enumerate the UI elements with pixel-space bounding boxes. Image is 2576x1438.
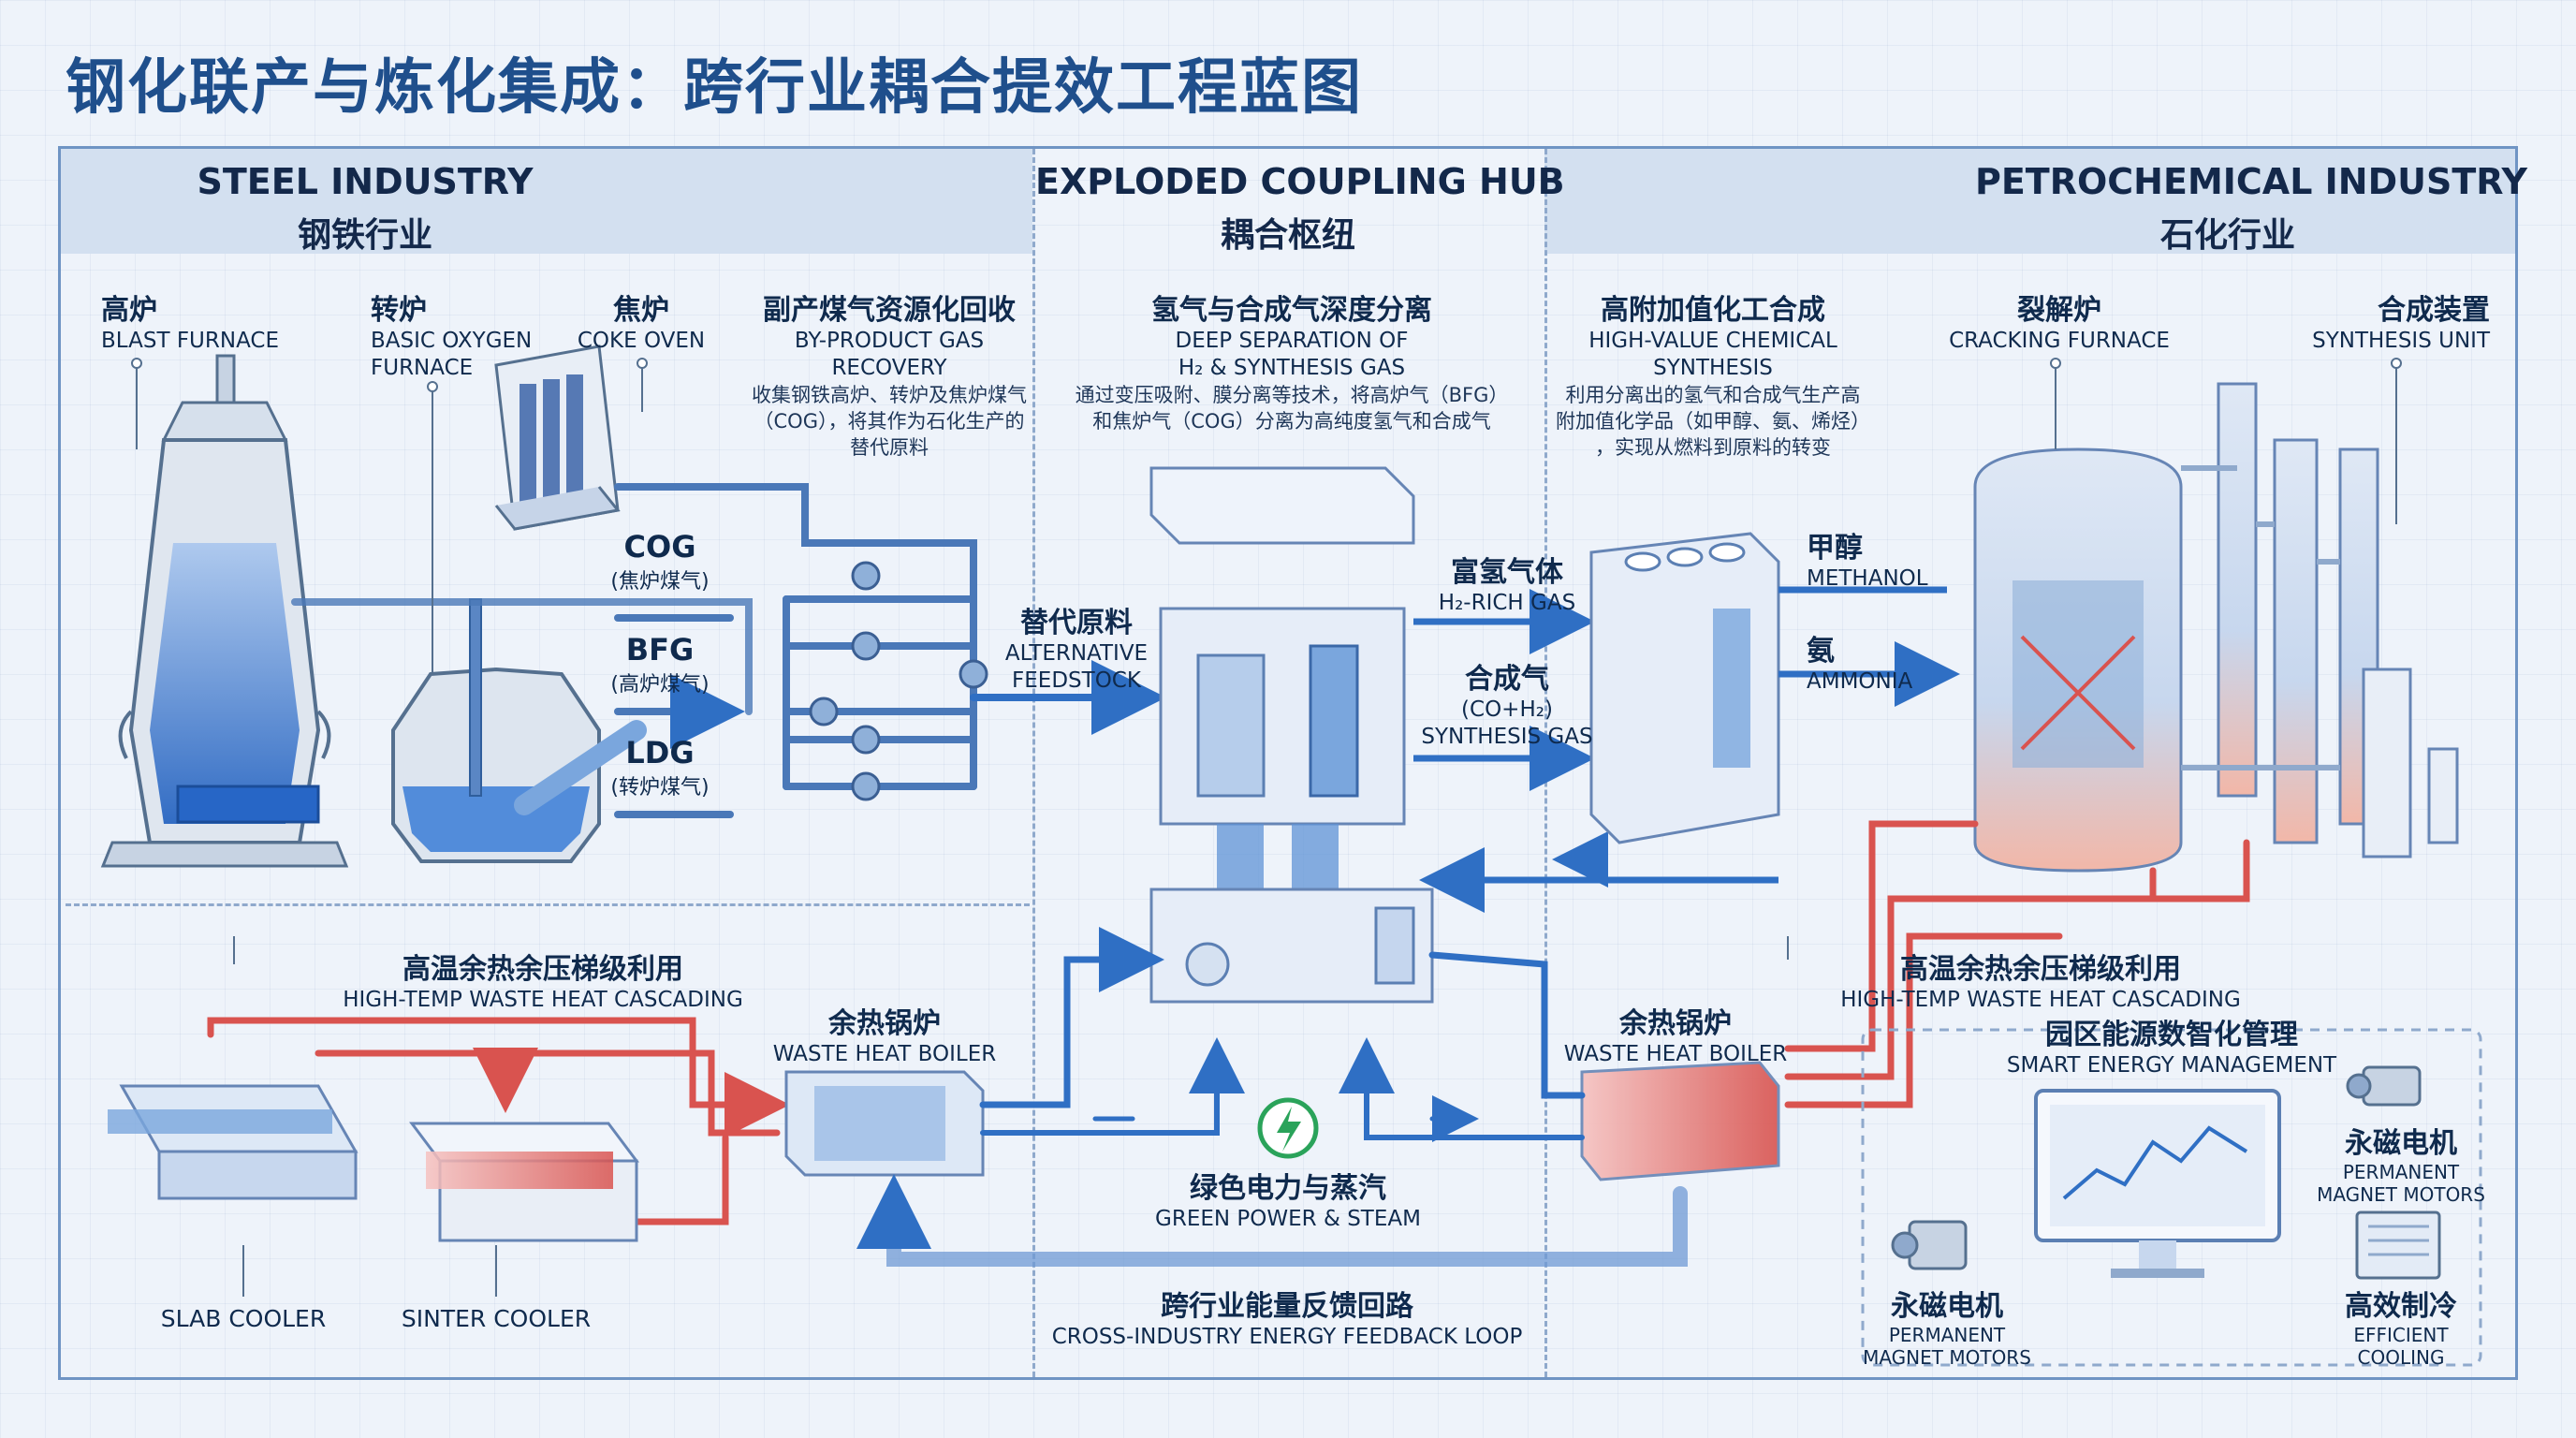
cooling-unit-icon [2355,1211,2441,1280]
divider-left [1032,149,1035,1377]
page-title: 钢化联产与炼化集成：跨行业耦合提效工程蓝图 [66,53,1363,123]
steel-header-bar [61,149,1032,254]
sinter-cooler-icon [409,1122,639,1242]
bfg-label: BFG(高炉煤气) [610,632,710,697]
petro-header-bar [1544,149,2515,254]
callout-leaders [131,358,2402,392]
motor-icon-right [2346,1065,2422,1107]
syngas-label: 合成气(CO+H₂)SYNTHESIS GAS [1421,663,1593,749]
slab-cooler-icon [108,1084,359,1200]
blast-furnace-icon [100,354,349,868]
diagram-frame [58,146,2518,1380]
monitor-icon [2034,1089,2281,1278]
cracking-furnace-icon [1973,448,2183,873]
petro-waste-heat-boiler-icon [1580,1061,1780,1181]
slab-cooler-label: SLAB COOLER [160,1305,327,1332]
cog-label: COG(焦炉煤气) [610,529,710,594]
ldg-label: LDG(转炉煤气) [610,735,710,800]
hub-output-arrows [1413,589,1608,888]
petro-heat-lines [1784,820,2250,1108]
synthesis-module-icon [1419,532,1947,913]
steel-heat-lines [207,1017,790,1225]
bof-converter-icon [391,598,647,863]
callout-leader-lines [136,368,2397,1297]
motor-icon-left [1891,1220,1968,1270]
valve-icons [809,561,988,801]
lightning-icon [1257,1097,1319,1159]
divider-steel-horizontal [66,903,1030,906]
sinter-cooler-label: SINTER COOLER [401,1305,592,1332]
coke-oven-icon [494,345,621,531]
coupling-hub-icon [1149,466,1434,1004]
energy-lines [979,927,1586,1137]
synthesis-unit-icon [2181,382,2459,858]
steel-waste-heat-boiler-icon [784,1070,985,1177]
